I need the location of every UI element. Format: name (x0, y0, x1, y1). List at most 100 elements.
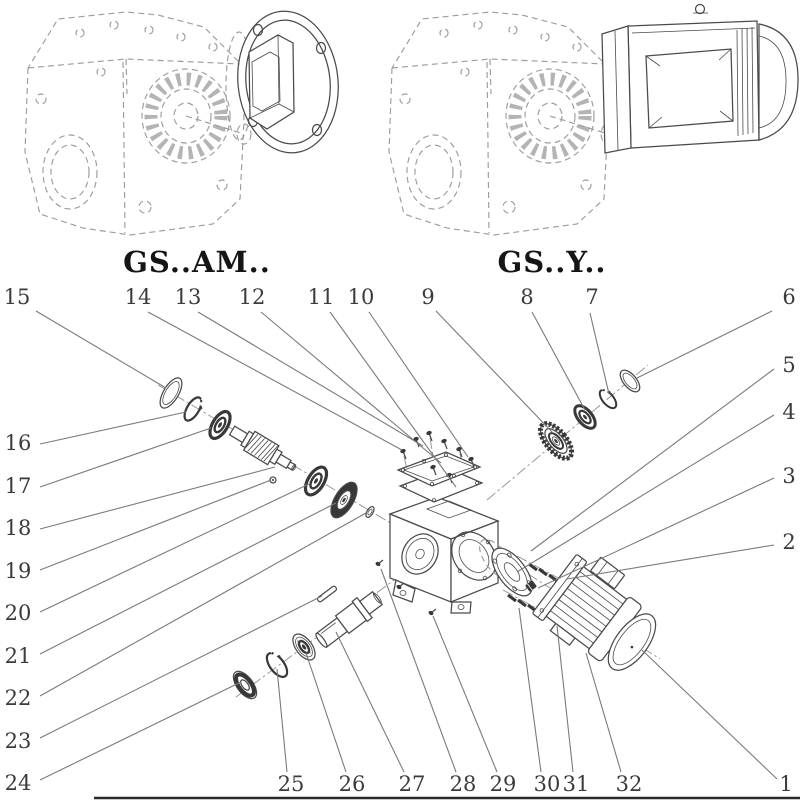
part-23-key (316, 585, 338, 603)
leader-line-29 (432, 615, 498, 773)
callout-number-12: 12 (239, 285, 266, 309)
callout-number-14: 14 (125, 285, 152, 309)
callout-number-2: 2 (782, 530, 795, 554)
leader-line-13 (197, 311, 424, 447)
motor-cooling-fins (736, 26, 754, 137)
leader-line-31 (556, 625, 574, 773)
part-10-13-14-cover-screws (400, 430, 475, 484)
leader-line-23 (39, 595, 323, 739)
callout-number-17: 17 (5, 474, 32, 498)
leader-line-24 (39, 681, 242, 781)
callout-number-21: 21 (5, 644, 32, 668)
leader-line-21 (39, 502, 337, 655)
leader-line-27 (335, 631, 405, 773)
axis-input-gear (486, 364, 649, 501)
leader-line-12 (260, 311, 442, 464)
leader-line-20 (39, 483, 310, 613)
leader-line-28 (380, 568, 457, 773)
leader-line-14 (147, 311, 403, 451)
part-8-bearing (573, 404, 597, 430)
callout-number-28: 28 (450, 772, 477, 796)
callout-number-4: 4 (782, 400, 795, 424)
part-16-circlip (183, 396, 209, 422)
figure-gs-am: GS..AM.. (25, 6, 339, 279)
leader-line-10 (368, 311, 469, 458)
part-9-input-gear (537, 421, 575, 461)
callout-number-15: 15 (4, 285, 31, 309)
motor-top (601, 3, 799, 154)
callout-number-25: 25 (278, 772, 305, 796)
part-15-oil-seal (159, 377, 183, 409)
callout-number-27: 27 (399, 772, 426, 796)
leader-line-15 (35, 310, 167, 389)
callout-number-23: 23 (5, 729, 32, 753)
part-21-worm-wheel (330, 481, 358, 519)
callout-number-32: 32 (616, 772, 643, 796)
leader-line-1 (641, 649, 778, 780)
part-22-spacer-ring (365, 506, 375, 518)
callout-number-7: 7 (585, 285, 598, 309)
callout-number-20: 20 (5, 601, 32, 625)
callout-number-9: 9 (421, 285, 434, 309)
figure-gs-y: GS..Y.. (389, 3, 799, 279)
worm-wheel-bore (401, 533, 439, 575)
part-24-oil-seal (232, 670, 258, 700)
leader-line-26 (305, 652, 347, 773)
motor-face (607, 613, 657, 671)
part-27-output-shaft (315, 590, 384, 648)
leader-line-9 (435, 310, 554, 434)
leader-line-7 (589, 312, 610, 395)
leader-line-4 (516, 414, 775, 573)
output-flange-adapter (225, 10, 339, 154)
callout-number-18: 18 (5, 516, 32, 540)
part-20-bearing (303, 465, 329, 497)
leader-line-32 (585, 652, 622, 773)
part-18-worm-shaft (228, 425, 297, 471)
leader-line-22 (39, 512, 367, 697)
callout-number-8: 8 (520, 285, 533, 309)
motor-terminal-box (590, 556, 625, 590)
part-28-29-drain-screws (375, 559, 437, 616)
callout-number-16: 16 (5, 431, 32, 455)
leader-line-2 (566, 544, 775, 580)
leader-line-17 (39, 427, 212, 488)
callout-number-5: 5 (782, 353, 795, 377)
part-26-bearing (292, 633, 316, 661)
leader-line-8 (531, 311, 586, 411)
model-label-gsy: GS..Y.. (497, 245, 606, 279)
screw-icon (400, 430, 475, 484)
leader-line-25 (276, 668, 288, 773)
callout-number-22: 22 (5, 686, 32, 710)
callout-number-24: 24 (5, 771, 32, 795)
callout-number-30: 30 (534, 772, 561, 796)
model-label-gsam: GS..AM.. (123, 245, 271, 279)
part-17-bearing (208, 409, 232, 441)
gearbox-dashed-outline (25, 12, 251, 235)
callout-number-6: 6 (782, 285, 795, 309)
leader-line-6 (636, 310, 773, 379)
part-7-circlip (598, 383, 618, 410)
part-19-pin (269, 476, 277, 484)
gear-housing (388, 496, 500, 614)
callout-number-1: 1 (779, 772, 792, 796)
motor-endbell (758, 23, 799, 141)
motor-foot (549, 622, 576, 647)
callout-number-29: 29 (490, 772, 517, 796)
leader-line-16 (39, 411, 187, 445)
exploded-view: 1234567891011121314151617181920212223242… (4, 285, 796, 796)
callout-number-10: 10 (348, 285, 375, 309)
callout-number-19: 19 (5, 559, 32, 583)
leader-line-11 (329, 311, 457, 488)
callout-number-31: 31 (563, 772, 590, 796)
leader-line-19 (39, 479, 272, 571)
part-25-circlip (265, 645, 289, 679)
part-3-hex-plug (525, 580, 537, 592)
axis-stud-bolts (502, 555, 578, 621)
part-6-seal-ring (619, 369, 641, 393)
callout-number-3: 3 (782, 464, 795, 488)
motor-mount-face (451, 531, 497, 581)
callout-number-11: 11 (308, 285, 335, 309)
housing-foot (450, 601, 472, 614)
